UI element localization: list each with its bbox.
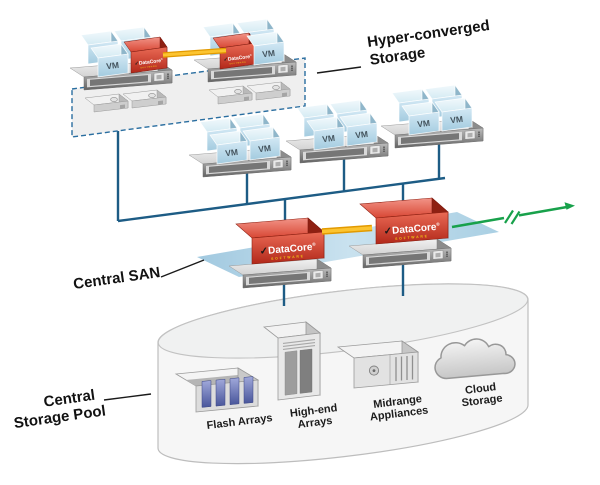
vm-label: VM (355, 129, 369, 140)
datacore-logo: ✓DataCore® (134, 57, 163, 67)
mirror-link-top (162, 47, 227, 58)
vm-host-node-2: VM VM (285, 99, 389, 164)
hyper-converged-node-right: VM ✓DataCore® SOFTWARE (193, 18, 297, 83)
storage-pool-pointer-line (103, 393, 152, 401)
datacore-software-label: SOFTWARE (271, 254, 305, 261)
vm-label: VM (450, 114, 464, 125)
hyper-converged-pointer-line (316, 66, 362, 74)
high-end-arrays-icon (262, 321, 322, 401)
bus-backbone-line (117, 176, 446, 223)
datacore-check-icon: ✓ (383, 226, 392, 238)
vm-host-nodes: VM VM VM VM VM VM (188, 84, 484, 178)
datacore-software-label: SOFTWARE (395, 234, 429, 241)
datacore-logo: ✓DataCore® (259, 241, 317, 258)
network-bus-lines (116, 131, 446, 231)
vm-label: VM (225, 147, 239, 158)
vm-host-node-3: VM VM (380, 84, 484, 149)
hyper-converged-node-left: VM ✓DataCore® SOFTWARE (69, 26, 173, 91)
central-san-title: Central SAN (72, 264, 161, 293)
vm-label: VM (322, 133, 336, 144)
arrowhead-icon (564, 202, 575, 210)
central-san-pointer-line (160, 259, 205, 278)
datacore-logo: ✓DataCore® (223, 53, 252, 63)
cloud-storage-icon (434, 338, 516, 380)
datacore-check-icon: ✓ (223, 57, 228, 63)
hyper-converged-title: Hyper-convergedStorage (366, 17, 493, 69)
flash-arrays-icon (174, 367, 260, 413)
remote-replication-arrow (451, 202, 575, 229)
high-end-arrays-label: High-endArrays (289, 402, 339, 432)
storage-pool-cylinder (157, 283, 529, 465)
datacore-software-label: SOFTWARE (229, 60, 246, 65)
vm-label: VM (258, 143, 272, 154)
san-node-left: ✓DataCore® SOFTWARE (228, 217, 332, 289)
datacore-check-icon: ✓ (259, 246, 268, 258)
datacore-logo: ✓DataCore® (383, 221, 441, 238)
midrange-appliances-icon (336, 340, 420, 389)
mirror-link-san (321, 224, 373, 235)
datacore-check-icon: ✓ (134, 61, 139, 67)
vm-host-node-1: VM VM (188, 113, 292, 178)
hyper-converged-zone: VM ✓DataCore® SOFTWARE VM ✓DataCore® SOF… (69, 18, 306, 138)
central-storage-pool-title: CentralStorage Pool (10, 386, 106, 433)
vm-label: VM (106, 60, 120, 71)
datacore-software-label: SOFTWARE (140, 64, 157, 69)
cloud-storage-label: CloudStorage (460, 381, 504, 410)
san-node-right: ✓DataCore® SOFTWARE (348, 197, 452, 269)
vm-label: VM (417, 118, 431, 129)
vm-label: VM (262, 48, 276, 59)
